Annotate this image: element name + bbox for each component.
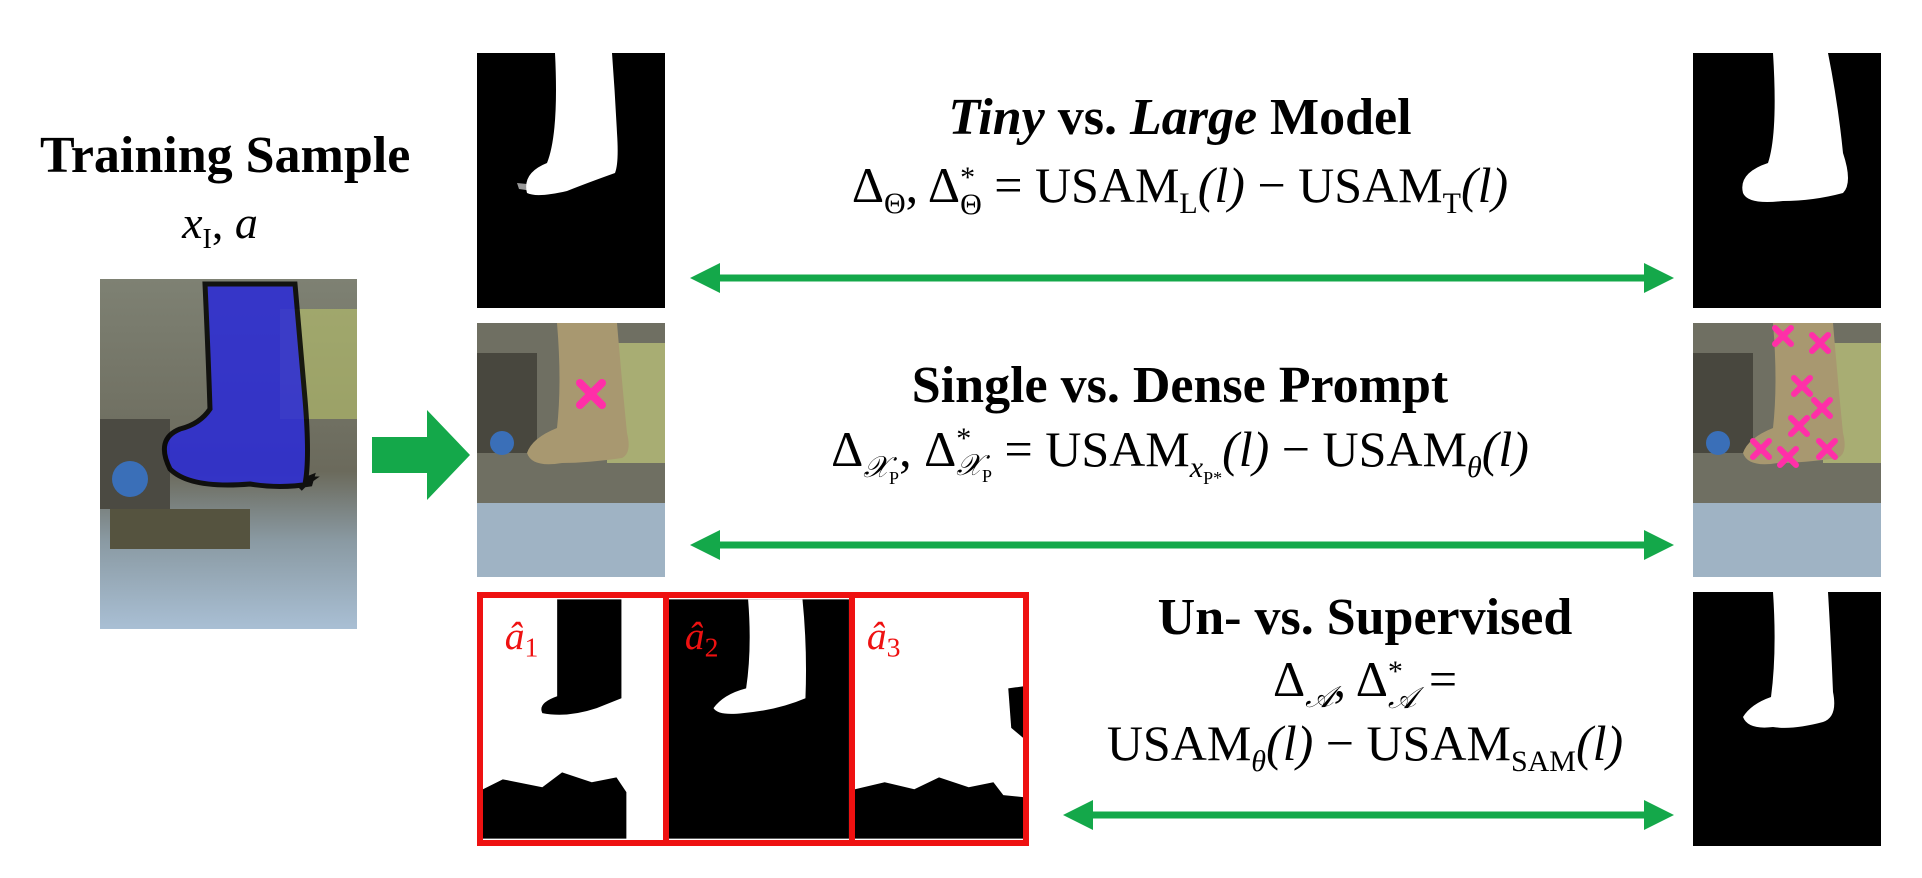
image-single-prompt	[477, 323, 665, 577]
f3-usam1-sub: θ	[1251, 745, 1267, 778]
f3-eq: =	[1416, 651, 1458, 707]
mask-large-model	[1693, 53, 1881, 308]
double-headed-arrow-icon	[690, 530, 1674, 560]
row3-title: Un- vs. Supervised	[1157, 589, 1573, 646]
f3-sub1: 𝒜	[1305, 681, 1334, 714]
subtitle-x: x	[182, 197, 203, 248]
f2-delta: Δ	[831, 421, 864, 477]
f2-sub2-sub: P	[982, 465, 993, 486]
f2-sub2: 𝒳	[956, 448, 983, 482]
f3-comma: ,	[1333, 651, 1356, 707]
f2-arg1: (l)	[1222, 421, 1270, 477]
row1-formula: ΔΘ, Δ*Θ = USAML(l) − USAMT(l)	[670, 156, 1690, 221]
f2-minus: −	[1269, 421, 1323, 477]
double-headed-arrow-icon	[690, 263, 1674, 293]
f1-arg1: (l)	[1197, 157, 1245, 213]
f2-delta2: Δ	[924, 421, 957, 477]
x-marker-icon	[576, 379, 606, 409]
subtitle-x-sub: I	[202, 224, 212, 256]
row2-formula: Δ𝒳P, Δ*𝒳P = USAMxP*(l) − USAMθ(l)	[670, 420, 1690, 489]
f1-delta: Δ	[851, 157, 884, 213]
x-marker-icon	[1772, 325, 1794, 347]
training-image	[100, 279, 357, 629]
f2-usam1-subsub: P*	[1203, 468, 1223, 488]
f2-eq: =	[992, 421, 1046, 477]
f1-delta2: Δ	[927, 157, 961, 213]
f1-star: *	[960, 160, 976, 194]
f1-comma: ,	[905, 157, 928, 213]
f3-sub2: 𝒜	[1387, 681, 1417, 715]
ambiguous-mask-2-label: â2	[685, 614, 719, 663]
f3-arg1: (l)	[1266, 715, 1314, 771]
x-marker-icon	[1750, 438, 1772, 460]
training-sample-subtitle: xI, a	[120, 196, 320, 256]
f3-star: *	[1387, 654, 1403, 688]
f1-usam2: USAM	[1298, 157, 1443, 213]
f2-star: *	[956, 421, 972, 455]
f1-usam1-sub: L	[1179, 187, 1198, 220]
ambiguous-mask-2: â2	[668, 598, 855, 840]
f1-eq: =	[981, 157, 1035, 213]
row3-formula-line2: USAMθ(l) − USAMSAM(l)	[1040, 714, 1690, 779]
image-dense-prompt	[1693, 323, 1881, 577]
x-marker-icon	[1788, 415, 1810, 437]
f3-delta2: Δ	[1355, 651, 1388, 707]
f1-usam1: USAM	[1034, 157, 1180, 213]
training-sample-title: Training Sample	[40, 127, 411, 184]
f2-usam1-sub: x	[1189, 451, 1204, 484]
x-marker-icon	[1811, 397, 1833, 419]
f2-arg2: (l)	[1481, 421, 1529, 477]
f2-sub1-sub: P	[889, 468, 900, 488]
subtitle-a: a	[234, 197, 258, 248]
f1-sub2: Θ	[960, 187, 982, 221]
f3-usam2: USAM	[1366, 715, 1511, 771]
mask-supervised	[1693, 592, 1881, 846]
f3-arg2: (l)	[1575, 715, 1624, 771]
f1-minus: −	[1244, 157, 1299, 213]
ambiguous-mask-1-label: â1	[505, 614, 539, 663]
x-marker-icon	[1791, 375, 1813, 397]
row3-formula-line1: Δ𝒜, Δ*𝒜 =	[1040, 650, 1690, 715]
f3-delta: Δ	[1272, 651, 1306, 707]
right-arrow-icon	[372, 410, 470, 500]
x-marker-icon	[1809, 332, 1831, 354]
f1-usam2-sub: T	[1442, 187, 1461, 220]
mask-tiny-model	[477, 53, 665, 308]
f2-comma: ,	[899, 421, 925, 477]
row1-title-b: Large	[1129, 89, 1258, 146]
f2-usam2: USAM	[1322, 421, 1467, 477]
row1-title-a: Tiny	[948, 89, 1045, 146]
f2-sub1: 𝒳	[863, 451, 890, 484]
f2-usam1: USAM	[1045, 421, 1190, 477]
f3-usam1: USAM	[1106, 715, 1252, 771]
ambiguous-mask-3: â3	[854, 599, 1023, 839]
f3-usam2-sub: SAM	[1510, 745, 1576, 778]
ambiguous-mask-1: â1	[483, 598, 669, 840]
f1-arg2: (l)	[1460, 157, 1509, 213]
row1-title: Tiny vs. Large Model	[670, 88, 1690, 147]
blue-mask-overlay	[161, 281, 320, 491]
ambiguous-masks-frame: â1 â2 â3	[477, 592, 1029, 846]
f1-sub1: Θ	[883, 187, 906, 220]
double-headed-arrow-icon	[1063, 800, 1674, 830]
x-marker-icon	[1816, 438, 1838, 460]
row2-title: Single vs. Dense Prompt	[911, 357, 1449, 414]
row1-title-end: Model	[1257, 89, 1412, 146]
f3-minus: −	[1313, 715, 1367, 771]
ambiguous-mask-3-label: â3	[867, 614, 901, 663]
f2-usam2-sub: θ	[1466, 451, 1482, 484]
row1-title-mid: vs.	[1044, 89, 1130, 146]
x-marker-icon	[1777, 446, 1799, 468]
subtitle-sep: ,	[211, 197, 235, 248]
